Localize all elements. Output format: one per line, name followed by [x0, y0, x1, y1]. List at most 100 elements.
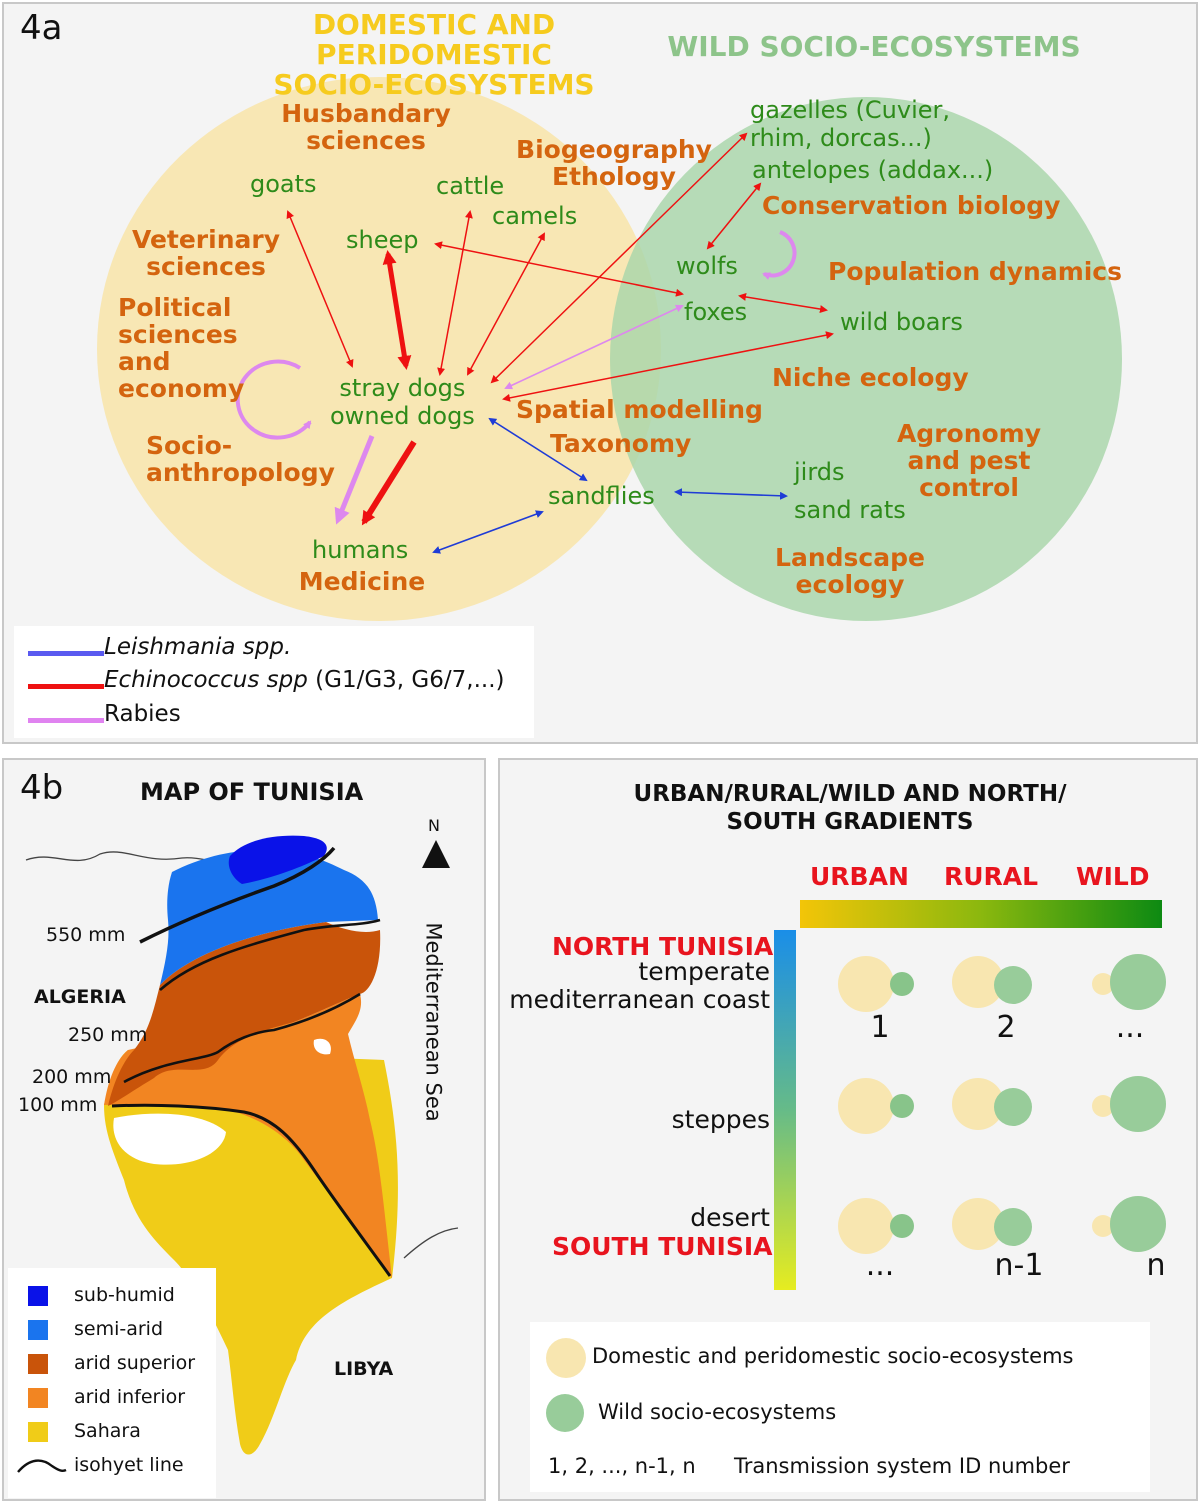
field-population: Population dynamics [828, 257, 1123, 286]
legend-ids: 1, 2, ..., n-1, n [548, 1454, 696, 1478]
title-domestic: DOMESTIC AND PERIDOMESTIC SOCIO-ECOSYSTE… [273, 8, 595, 101]
bubble-domestic-r1c1 [838, 956, 894, 1012]
species-humans: humans [312, 536, 409, 564]
urban-wild-gradient-bar [800, 900, 1162, 928]
legend-echinococcus-rest: (G1/G3, G6/7,...) [307, 667, 505, 693]
north-south-gradient-bar [774, 930, 796, 1290]
legend-swatch-arid-superior [28, 1354, 48, 1374]
row3-number-2: n-1 [994, 1248, 1044, 1283]
legend-echinococcus: Echinococcus spp (G1/G3, G6/7,...) [104, 667, 504, 693]
north-label: N [428, 816, 440, 835]
species-cattle: cattle [436, 172, 505, 200]
bubble-domestic-r1c3 [1092, 973, 1114, 995]
sea-label: Mediterranean Sea [421, 922, 446, 1122]
species-dogs: stray dogs owned dogs [330, 374, 475, 430]
legend-wild-label: Wild socio-ecosystems [598, 1400, 837, 1424]
arrow-dogs-humans [361, 440, 417, 526]
legend-line-leishmania [28, 651, 104, 656]
arrow-dogs-sheep [382, 250, 412, 370]
north-tunisia-label: NORTH TUNISIA [552, 932, 774, 961]
field-niche: Niche ecology [772, 363, 969, 392]
field-veterinary: Veterinary sciences [131, 225, 281, 281]
field-biogeography: Biogeography Ethology [516, 135, 712, 191]
species-antelopes: antelopes (addax...) [752, 156, 994, 184]
isohyet-100 [111, 1103, 392, 1277]
legend-rabies: Rabies [104, 701, 181, 727]
region-arid-superior [108, 922, 381, 1106]
legend-isohyet: isohyet line [74, 1454, 184, 1476]
gradients-legend: Domestic and peridomestic socio-ecosyste… [530, 1322, 1150, 1492]
field-husbandary: Husbandary sciences [281, 99, 451, 155]
legend-semi-arid: semi-arid [74, 1318, 164, 1340]
region-semi-arid [160, 849, 378, 985]
field-conservation: Conservation biology [762, 191, 1061, 220]
row1-number-3: ... [1115, 1010, 1145, 1045]
country-algeria: ALGERIA [34, 986, 126, 1008]
legend-swatch-semi-arid [28, 1320, 48, 1340]
title-wild: WILD SOCIO-ECOSYSTEMS [667, 30, 1081, 63]
bubble-domestic-r3c1 [838, 1198, 894, 1254]
species-sandflies: sandflies [548, 482, 655, 510]
bubble-domestic-r3c3 [1092, 1215, 1114, 1237]
arrow-wolfs-antelopes [706, 182, 762, 250]
species-gazelles: gazelles (Cuvier, rhim, dorcas...) [750, 96, 951, 152]
tunisia-map [25, 835, 459, 1455]
arrow-dogs-humans-rabies [334, 435, 375, 525]
field-landscape: Landscape ecology [775, 543, 925, 599]
legend-leishmania-italic: Leishmania spp. [104, 634, 292, 660]
legend-pathogens: Leishmania spp. Echinococcus spp (G1/G3,… [14, 626, 534, 738]
map-legend: sub-humid semi-arid arid superior arid i… [8, 1268, 216, 1498]
row1-number-2: 2 [996, 1010, 1016, 1045]
species-wild-boars: wild boars [840, 308, 963, 336]
species-foxes: foxes [684, 298, 748, 326]
legend-line-rabies [28, 718, 104, 723]
field-medicine: Medicine [298, 567, 426, 596]
legend-domestic-label: Domestic and peridomestic socio-ecosyste… [592, 1344, 1074, 1368]
legend-leishmania: Leishmania spp. [104, 634, 291, 660]
country-libya: LIBYA [334, 1358, 394, 1380]
bubble-wild-r3c2 [994, 1208, 1032, 1246]
desert-label: desert [690, 1203, 770, 1232]
field-taxonomy: Taxonomy [550, 429, 692, 458]
row3-number-3: n [1146, 1248, 1166, 1283]
bubble-domestic-r2c3 [1092, 1095, 1114, 1117]
arrow-humans-sandflies [432, 510, 544, 554]
legend-swatch-sub-humid [28, 1286, 48, 1306]
column-rural: RURAL [944, 862, 1039, 891]
species-goats: goats [250, 170, 317, 198]
arrow-sheep-foxes [434, 241, 684, 297]
column-wild: WILD [1076, 862, 1150, 891]
species-wolfs: wolfs [676, 252, 738, 280]
column-urban: URBAN [810, 862, 909, 891]
salt-lake-small [313, 1038, 331, 1055]
venn-diagram [97, 77, 1122, 621]
bubble-wild-r3c1 [890, 1214, 914, 1238]
isohyet-200 [123, 992, 361, 1084]
bubble-wild-r2c2 [994, 1088, 1032, 1126]
panel-id-4a: 4a [20, 8, 63, 48]
legend-domestic-bubble [546, 1338, 586, 1378]
species-sand-rats: sand rats [794, 496, 906, 524]
bubble-wild-r1c2 [994, 966, 1032, 1004]
map-title: MAP OF TUNISIA [140, 778, 364, 806]
south-tunisia-label: SOUTH TUNISIA [552, 1232, 773, 1261]
isohyet-250 [159, 918, 381, 991]
isohyet-label-200: 200 mm [32, 1066, 112, 1088]
legend-echinococcus-italic: Echinococcus spp [104, 667, 308, 693]
rabies-loop-wolfs [762, 230, 797, 280]
legend-arid-superior: arid superior [74, 1352, 196, 1374]
field-spatial: Spatial modelling [516, 395, 763, 424]
row3-number-1: ... [865, 1248, 895, 1283]
field-political: Political sciences and economy [118, 293, 245, 403]
north-arrow-icon [422, 840, 450, 868]
bubble-wild-r2c1 [890, 1094, 914, 1118]
legend-wild-bubble [546, 1394, 584, 1432]
legend-swatch-arid-inferior [28, 1388, 48, 1408]
north-sub-label: temperate mediterranean coast [509, 957, 770, 1014]
isohyet-550 [139, 846, 336, 944]
legend-ids-desc: Transmission system ID number [734, 1454, 1070, 1478]
legend-arid-inferior: arid inferior [74, 1386, 186, 1408]
isohyet-label-550: 550 mm [46, 924, 126, 946]
rabies-loop-dogs [235, 359, 312, 440]
panel-id-4b: 4b [20, 768, 64, 808]
